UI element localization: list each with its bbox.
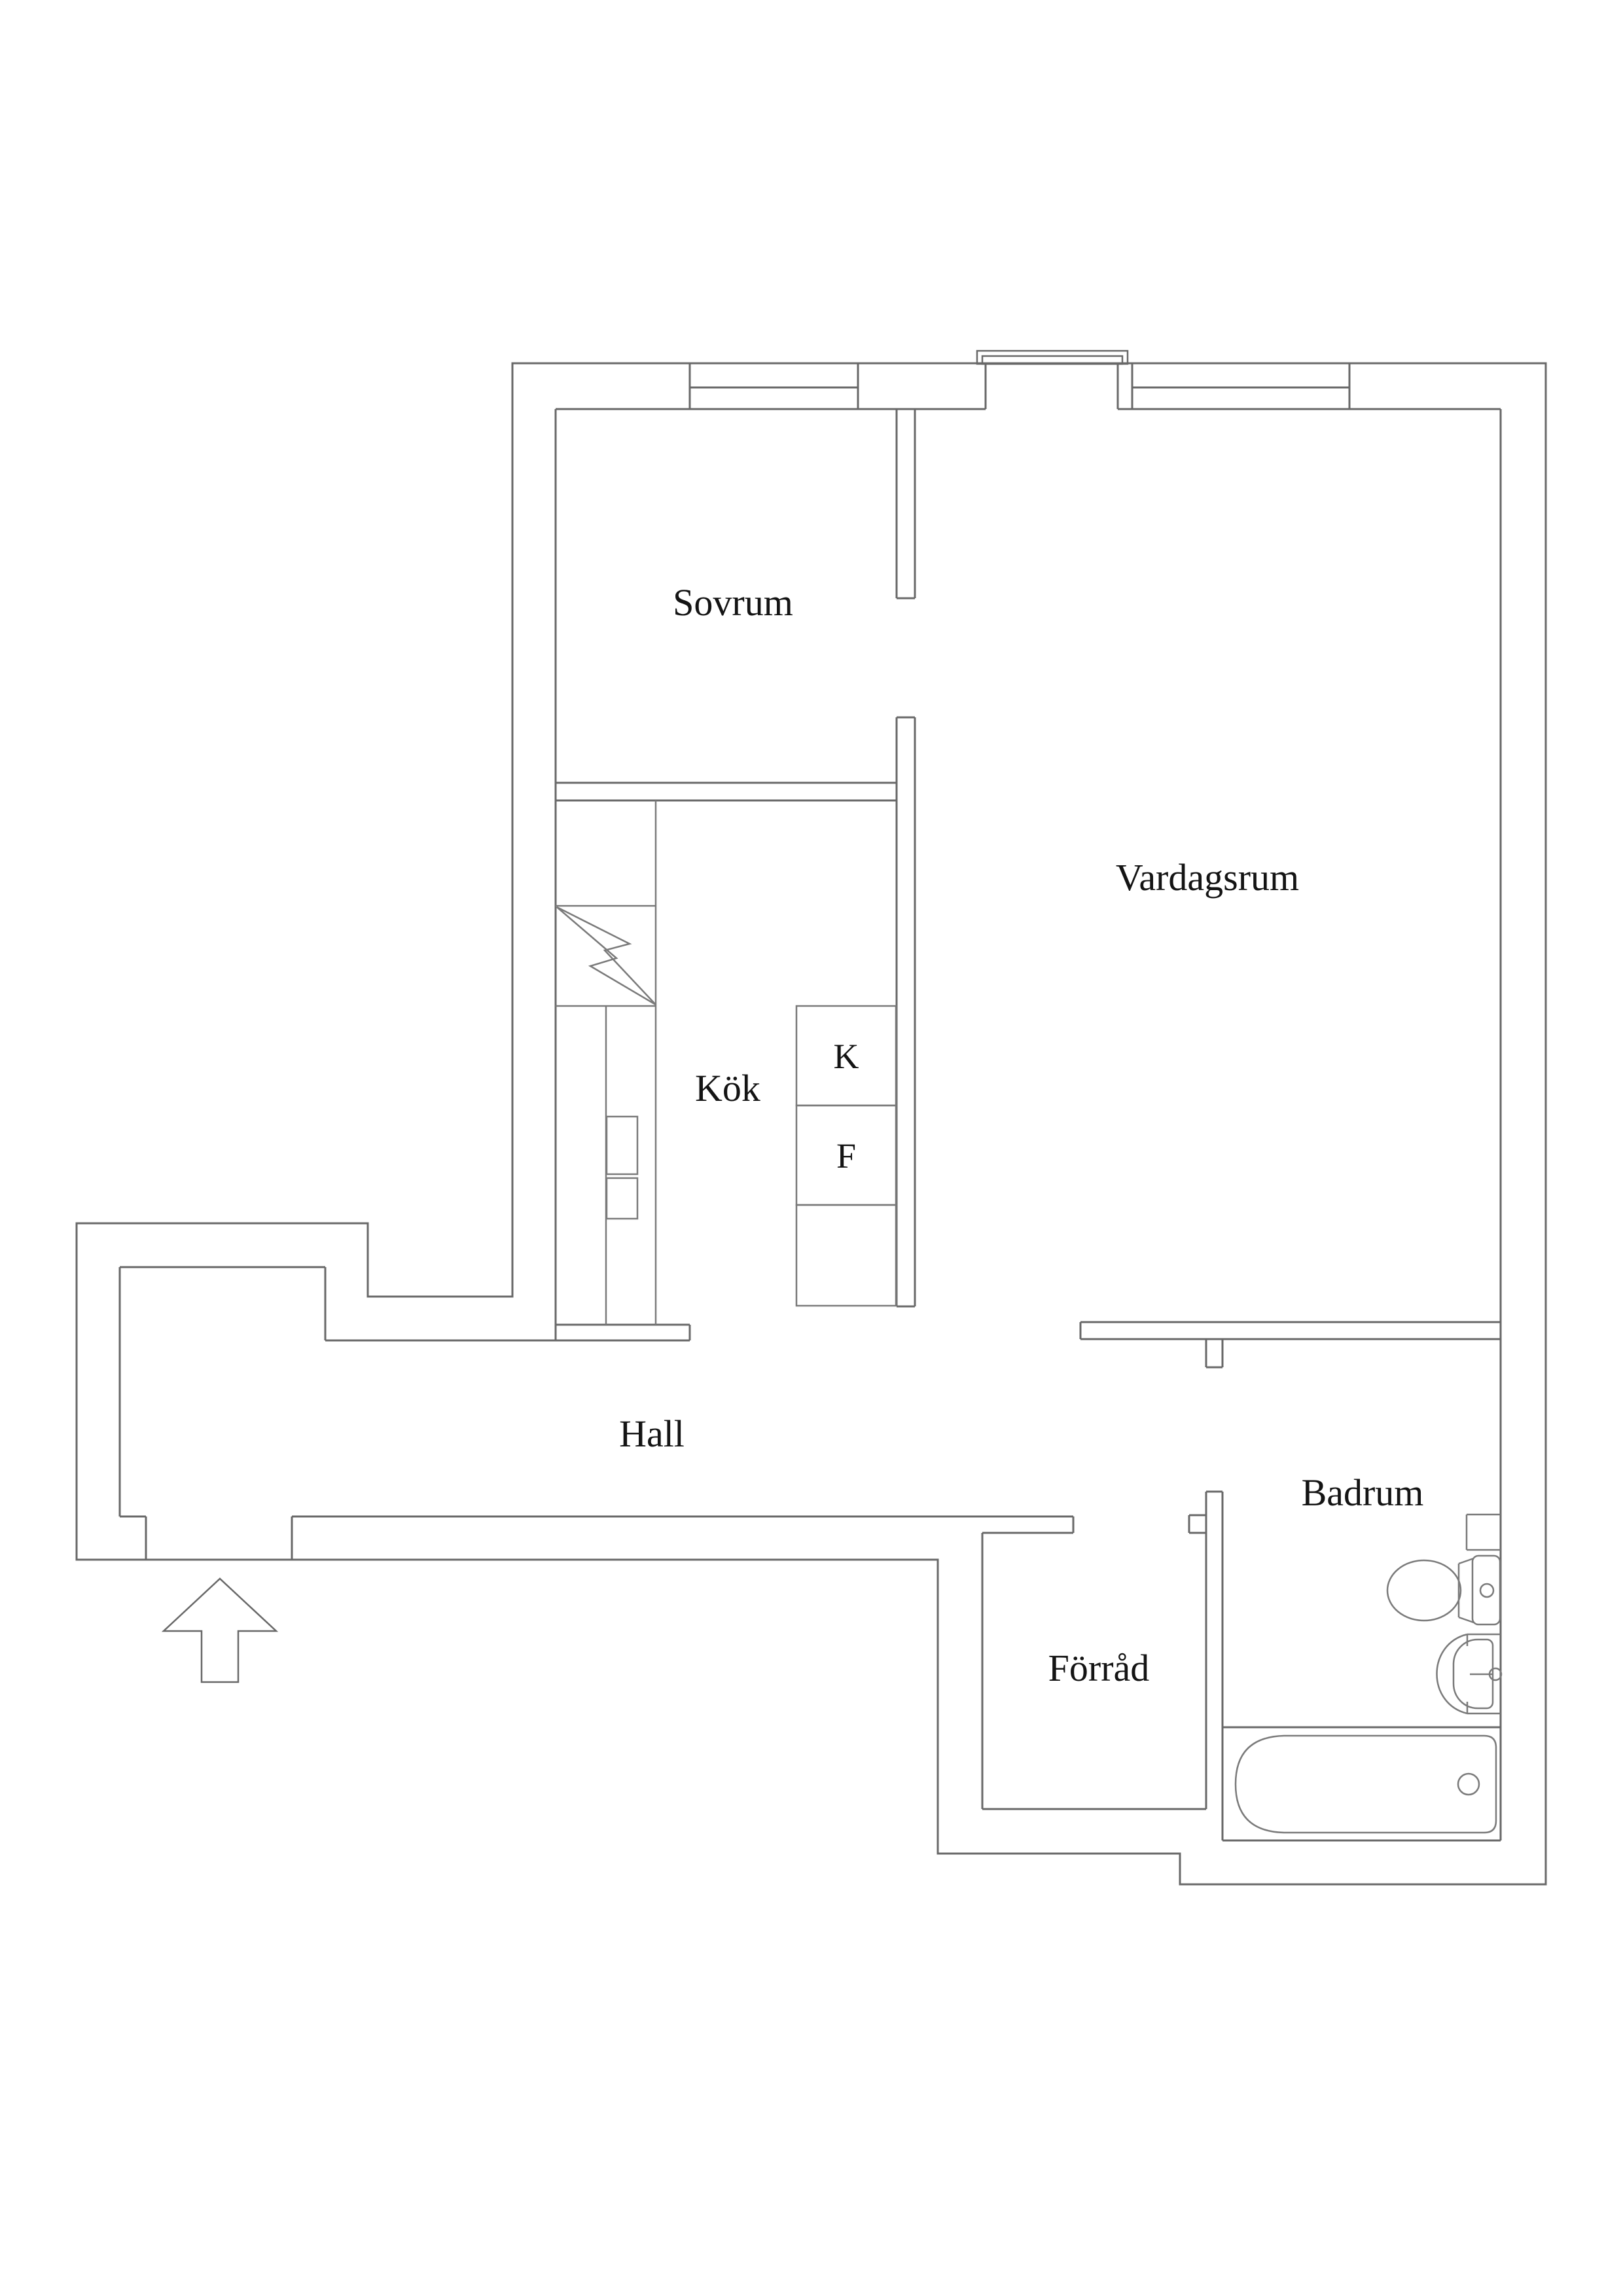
room-label-badrum: Badrum (1302, 1471, 1424, 1514)
electrical-panel-box (556, 906, 657, 1007)
vardagsrum-window (1131, 363, 1351, 409)
kitchen-fittings (556, 800, 897, 1325)
kitchen-tall-cabinet (795, 1204, 897, 1307)
sovrum-window (688, 363, 859, 409)
bathroom-fixtures (1234, 1513, 1503, 1834)
room-label-forrad: Förråd (1048, 1647, 1150, 1689)
lightning-icon (556, 906, 656, 1006)
room-label-hall: Hall (619, 1412, 685, 1455)
badrum-bottom-wall (1222, 1726, 1501, 1842)
room-labels: Sovrum Vardagsrum Kök K F Hall Badrum Fö… (619, 581, 1423, 1689)
bathtub-icon (1234, 1734, 1497, 1834)
forrad-walls (981, 1533, 1206, 1810)
vardagsrum-bottom-wall (1079, 1321, 1501, 1340)
kitchen-counter (605, 1006, 657, 1325)
duct-pier (1465, 1513, 1501, 1551)
room-label-vardagsrum: Vardagsrum (1116, 856, 1299, 899)
sovrum-bottom-wall (556, 781, 897, 802)
entrance-arrow-icon (161, 1577, 279, 1683)
freezer-label: F (836, 1136, 856, 1175)
exterior-walls (75, 362, 1547, 1886)
kitchen-cabinet-top (556, 800, 657, 907)
fridge-label: K (834, 1037, 859, 1076)
room-label-sovrum: Sovrum (673, 581, 793, 624)
sink-icon (1436, 1633, 1503, 1715)
hall-bottom-wall (120, 1515, 1075, 1560)
kitchen-sink-box-2 (605, 1177, 639, 1220)
kitchen-sink-box-1 (605, 1115, 639, 1175)
hall-alcove-walls (118, 1266, 690, 1516)
interior-walls (118, 363, 1502, 1842)
badrum-left-wall (1188, 1339, 1224, 1840)
balcony-door-inner (981, 355, 1124, 365)
toilet-icon (1386, 1554, 1501, 1626)
balcony-door-outer (976, 350, 1129, 365)
outer-boundary (75, 362, 1547, 1886)
room-label-kok: Kök (695, 1067, 760, 1109)
sovrum-right-wall (895, 409, 916, 1308)
kitchen-hall-wall (556, 1323, 691, 1340)
balcony-door-jambs (984, 363, 1119, 409)
balcony-door (976, 350, 1129, 365)
